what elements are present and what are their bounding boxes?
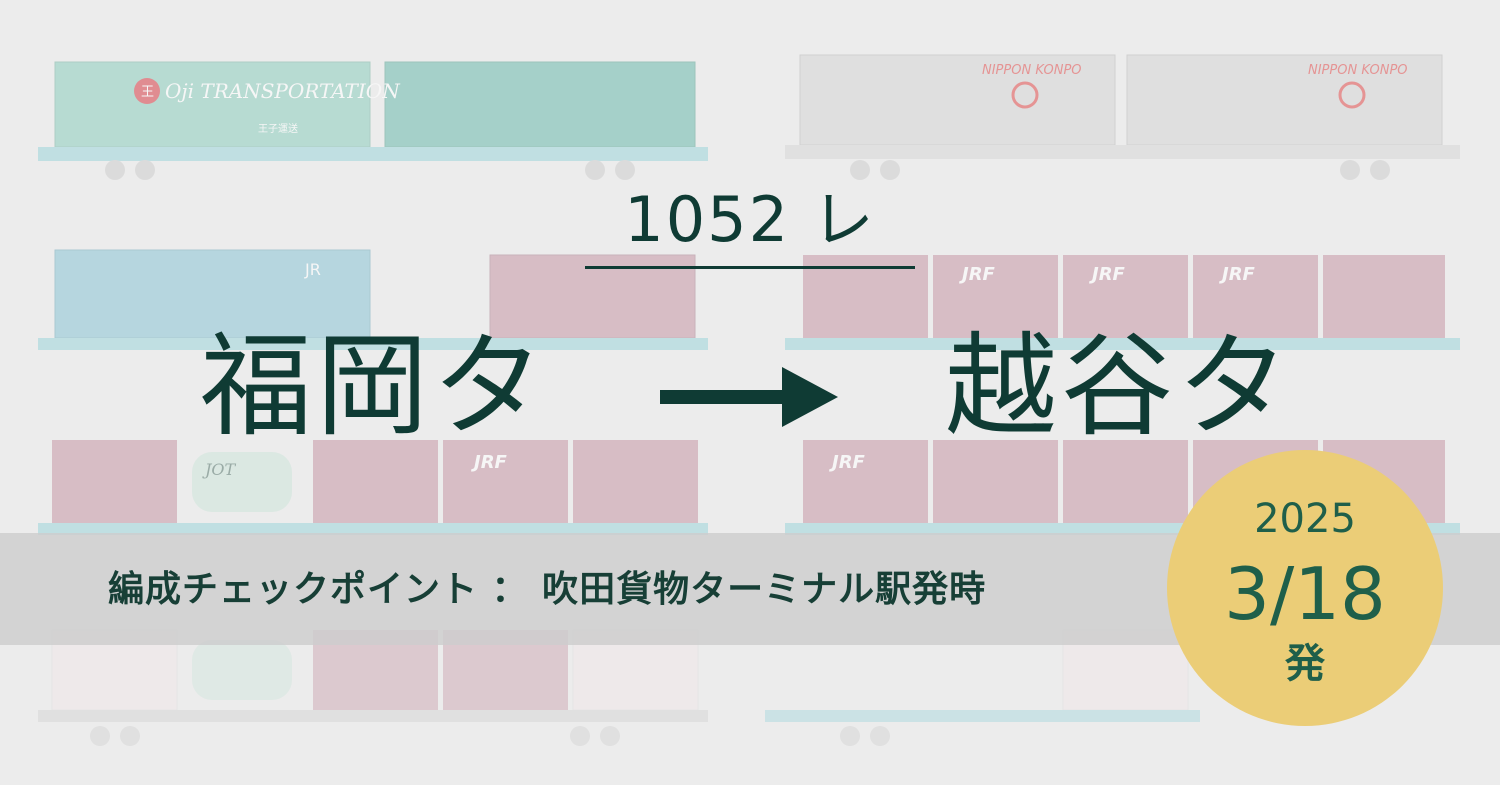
checkpoint-banner-text: 編成チェックポイント ： 吹田貨物ターミナル駅発時 [108, 569, 987, 610]
wagon-row3-left: JOT JRF [38, 440, 708, 535]
jrf-label-4: JRF [471, 452, 508, 473]
destination-station: 越谷タ [945, 322, 1293, 452]
wagon-row1-left: 王 Oji TRANSPORTATION 王子運送 [38, 61, 708, 180]
train-number: 1052 レ [624, 183, 876, 256]
oji-jp-label: 王子運送 [258, 122, 298, 135]
train-number-underline [585, 266, 915, 269]
nippon-konpo-label-1: NIPPON KONPO [982, 63, 1082, 78]
konpo-logo-icon-2 [1338, 81, 1366, 109]
departure-label: 発 [1285, 641, 1325, 687]
right-arrow-icon [660, 367, 838, 427]
jrf-label-2: JRF [1089, 264, 1126, 285]
jrf-label-1: JRF [959, 264, 996, 285]
departure-date-badge [1167, 450, 1443, 726]
nippon-konpo-label-2: NIPPON KONPO [1308, 63, 1408, 78]
origin-station: 福岡タ [200, 322, 548, 452]
jot-label-1: JOT [202, 460, 237, 479]
jr-label-1: JR [304, 260, 321, 279]
oji-label: Oji TRANSPORTATION [165, 79, 401, 103]
oji-logo-icon: 王 [134, 78, 160, 104]
wagon-row4-left [38, 629, 708, 746]
wagon-row1-right: NIPPON KONPO NIPPON KONPO [785, 54, 1460, 180]
jrf-label-5: JRF [829, 452, 866, 473]
konpo-logo-icon [1011, 81, 1039, 109]
jrf-label-3: JRF [1219, 264, 1256, 285]
departure-date: 3/18 [1224, 552, 1386, 636]
svg-text:王: 王 [141, 85, 154, 100]
departure-year: 2025 [1254, 496, 1356, 542]
